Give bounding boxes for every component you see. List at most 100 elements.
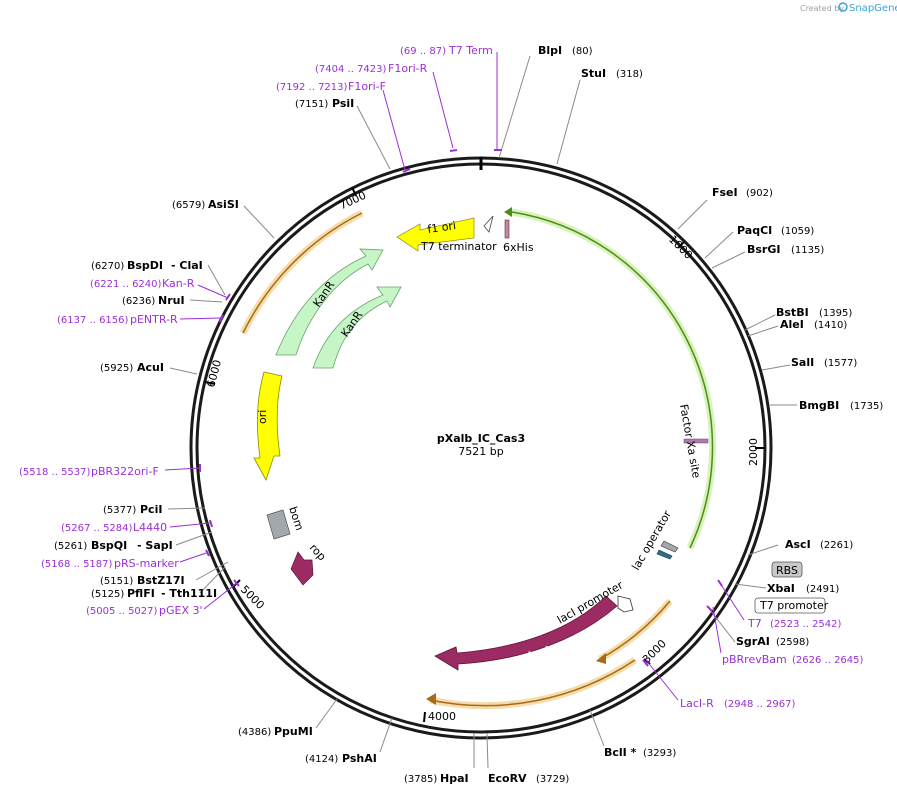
- enzyme-pflfi-name: PflFI: [127, 587, 155, 600]
- enzyme-asisi-name: AsiSI: [208, 198, 239, 211]
- enzyme-bsrgi-name: BsrGI: [747, 243, 780, 256]
- leader-laci-r: [645, 659, 679, 701]
- enzyme-pshai-name: PshAI: [342, 752, 377, 765]
- primer-l4440-name: L4440: [133, 521, 167, 534]
- enzyme-alei-name: AleI: [780, 318, 804, 331]
- t7-terminator-marker: [483, 215, 494, 233]
- enzyme-blpi-name: BlpI: [538, 44, 562, 57]
- leader-pflfi: [199, 566, 226, 594]
- leader-f1ori-r: [432, 71, 454, 149]
- enzyme-hpai-name: HpaI: [440, 772, 469, 785]
- factor-xa-marker: [683, 438, 709, 444]
- enzyme-bstbi-name: BstBI: [776, 306, 809, 319]
- enzyme-alei-pos: (1410): [814, 320, 847, 331]
- leader-pentr-r: [179, 317, 221, 320]
- enzyme-xbai-name: XbaI: [767, 582, 795, 595]
- enzyme-bspdi-name: BspDI: [127, 259, 163, 272]
- credit-text: Created by: [800, 4, 844, 13]
- primer-pbr322ori-f-range: (5518 .. 5537): [19, 467, 91, 478]
- leader-f1ori-f: [382, 89, 406, 171]
- enzyme-stui-name: StuI: [581, 67, 606, 80]
- leader-bstbi: [744, 314, 776, 331]
- marker-kan-r: [225, 293, 231, 301]
- enzyme-bspdi-pos: (6270): [91, 261, 124, 272]
- feature-rbs: RBS: [776, 564, 798, 577]
- bom-box: [266, 509, 291, 540]
- enzyme-bmgbi-pos: (1735): [850, 401, 883, 412]
- enzyme-asci-name: AscI: [785, 538, 811, 551]
- leader-asci: [747, 544, 779, 556]
- green-orf-arrowhead: [504, 207, 512, 217]
- leader-blpi: [498, 55, 531, 159]
- primer-prs-marker-name: pRS-marker: [114, 557, 179, 570]
- primer-f1ori-r-name: F1ori-R: [388, 62, 428, 75]
- leader-bstz17i: [195, 561, 229, 581]
- leader-bcli: [589, 709, 605, 747]
- orange-orf-lower2-glow: [429, 657, 637, 710]
- enzyme-bcli-pos: (3293): [643, 748, 676, 759]
- enzyme-paqci-pos: (1059): [781, 226, 814, 237]
- rop-arrow: [290, 551, 314, 586]
- leader-t7: [719, 582, 745, 621]
- primer-pgex3-name: pGEX 3': [159, 604, 203, 617]
- leader-pbrrevbam: [712, 606, 722, 654]
- tick-7000: [351, 186, 357, 197]
- enzyme-sali-name: SalI: [791, 356, 814, 369]
- orange-orf-left-arc: [242, 212, 363, 334]
- primer-f1ori-f-range: (7192 .. 7213): [276, 82, 348, 93]
- primer-laci-r-name: LacI-R: [680, 697, 714, 710]
- enzyme-bspqi-pos: (5261): [54, 541, 87, 552]
- leader-bspqi: [175, 531, 213, 546]
- feature-t7-terminator: T7 terminator: [420, 240, 497, 253]
- primer-pentr-r-range: (6137 .. 6156): [57, 315, 129, 326]
- lac-operator-marker-2: [656, 549, 673, 560]
- feature-t7-promoter: T7 promoter: [759, 599, 829, 612]
- primer-kan-r-name: Kan-R: [162, 277, 195, 290]
- marker-laci-r: [642, 659, 649, 667]
- leader-pbr322ori-f: [164, 467, 201, 471]
- leader-bsrgi: [711, 251, 746, 269]
- enzyme-bstz17i-pos: (5151): [100, 576, 133, 587]
- plasmid-size: 7521 bp: [458, 445, 503, 458]
- primer-f1ori-f-name: F1ori-F: [348, 80, 386, 93]
- leader-bspdi: [207, 264, 226, 296]
- tick-label-5000: 5000: [238, 583, 267, 612]
- enzyme-asisi-pos: (6579): [172, 200, 205, 211]
- enzyme-sali-pos: (1577): [824, 358, 857, 369]
- his6-marker: [504, 219, 510, 239]
- enzyme-pcii-name: PciI: [140, 503, 162, 516]
- enzyme-bcli-name: BclI *: [604, 746, 637, 759]
- enzyme-ppumi-name: PpuMI: [274, 725, 313, 738]
- enzyme-paqci-name: PaqCI: [737, 224, 772, 237]
- enzyme-pcii-pos: (5377): [103, 505, 136, 516]
- marker-f1ori-f: [402, 168, 411, 173]
- leader-stui: [556, 79, 581, 165]
- enzyme-xbai-pos: (2491): [806, 584, 839, 595]
- enzyme-bspdi-alt: - ClaI: [171, 259, 203, 272]
- enzyme-acui-name: AcuI: [137, 361, 164, 374]
- marker-pgex3: [233, 579, 240, 587]
- green-orf-arc: [511, 211, 714, 549]
- snapgene-logo-icon: [838, 2, 848, 12]
- leader-kan-r: [197, 284, 229, 299]
- primer-l4440-range: (5267 .. 5284): [61, 523, 133, 534]
- marker-pbrrevbam: [706, 605, 713, 612]
- enzyme-asci-pos: (2261): [820, 540, 853, 551]
- enzyme-bstbi-pos: (1395): [819, 308, 852, 319]
- feature-6xhis: 6xHis: [503, 241, 534, 254]
- feature-laci: lacI: [527, 644, 552, 663]
- enzyme-nrui-pos: (6236): [122, 296, 155, 307]
- enzyme-fsei-name: FseI: [712, 186, 738, 199]
- enzyme-bsrgi-pos: (1135): [791, 245, 824, 256]
- kanr-arrow-inner: [312, 286, 402, 369]
- primer-kan-r-range: (6221 .. 6240): [90, 279, 162, 290]
- enzyme-pshai-pos: (4124): [305, 754, 338, 765]
- feature-bom: bom: [286, 505, 306, 532]
- tick-4000: [423, 711, 426, 723]
- enzyme-psii-pos: (7151): [295, 99, 328, 110]
- ori-arrow: [253, 371, 283, 481]
- leader-l4440: [169, 522, 211, 528]
- enzyme-ppumi-pos: (4386): [238, 727, 271, 738]
- primer-f1ori-r-range: (7404 .. 7423): [315, 64, 387, 75]
- t7-promoter-box: [754, 597, 826, 614]
